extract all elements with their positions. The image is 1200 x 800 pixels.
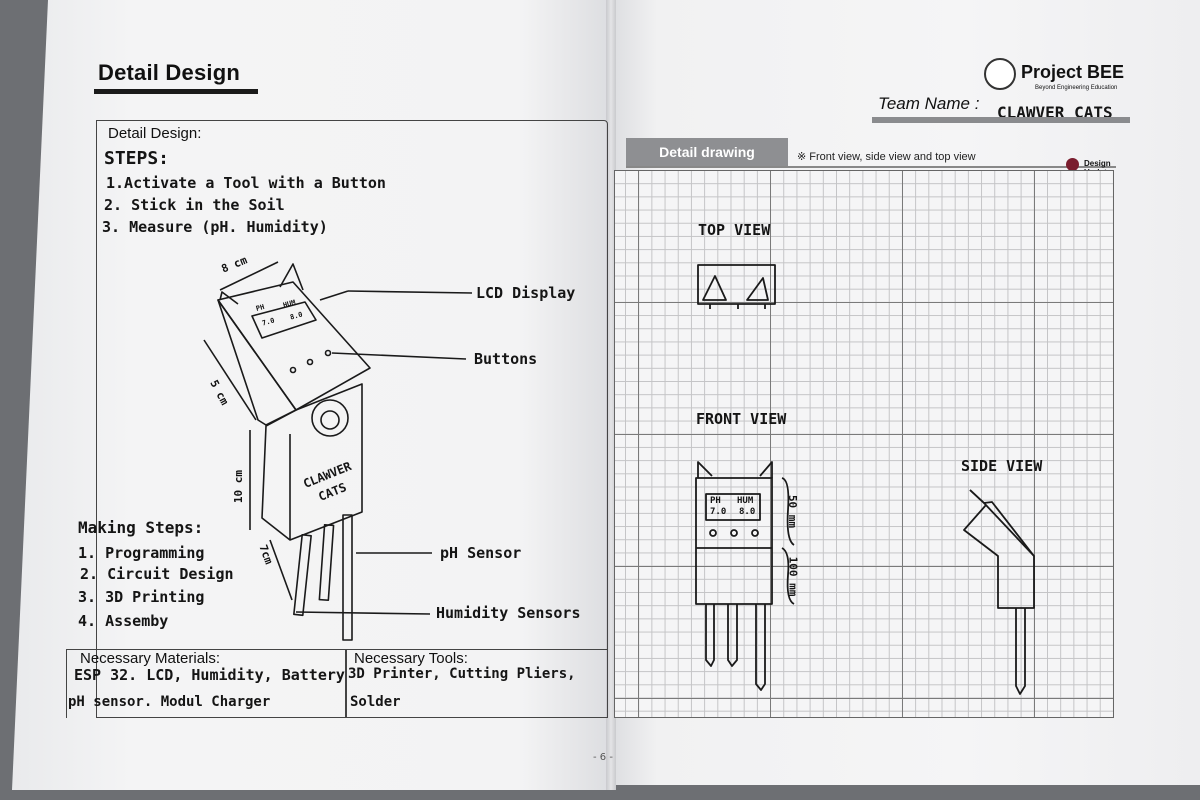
brand-subtitle: Beyond Engineering Education xyxy=(1035,85,1118,91)
team-name-label: Team Name : xyxy=(878,94,980,113)
top-view-label: TOP VIEW xyxy=(698,221,771,239)
steps-heading: STEPS: xyxy=(104,148,170,169)
project-bee-logo xyxy=(984,58,1016,90)
design-box xyxy=(96,120,608,718)
left-page xyxy=(12,0,612,790)
page-number: - 6 - xyxy=(593,752,613,763)
drawing-grid xyxy=(614,170,1114,718)
tab-rule xyxy=(626,166,1116,168)
materials-divider xyxy=(345,649,347,718)
front-display-ph-value: 7.0 xyxy=(710,507,727,517)
box-label: Detail Design: xyxy=(108,125,202,142)
title-underline xyxy=(94,89,258,94)
making-step-3: 3. 3D Printing xyxy=(78,588,205,606)
front-view-label: FRONT VIEW xyxy=(696,410,787,428)
brand-name: Project BEE xyxy=(1021,62,1125,82)
step-2: 2. Stick in the Soil xyxy=(104,196,285,214)
making-step-2: 2. Circuit Design xyxy=(80,565,234,583)
step-3: 3. Measure (pH. Humidity) xyxy=(102,218,328,236)
tools-line-2: Solder xyxy=(350,694,401,710)
materials-line-1: ESP 32. LCD, Humidity, Battery xyxy=(74,666,345,684)
front-display-hum: HUM xyxy=(737,496,754,506)
front-dim-lower: 100 mm xyxy=(786,556,800,597)
front-dim-upper: 50 mm xyxy=(786,494,800,529)
team-name-underline xyxy=(872,117,1130,123)
making-step-4: 4. Assemby xyxy=(78,612,169,630)
materials-label: Necessary Materials: xyxy=(80,650,221,667)
making-step-1: 1. Programming xyxy=(78,544,205,562)
tools-line-1: 3D Printer, Cutting Pliers, xyxy=(348,666,576,682)
tab-detail-drawing: Detail drawing xyxy=(626,138,788,166)
book-gutter xyxy=(606,0,616,790)
materials-line-2: pH sensor. Modul Charger xyxy=(68,694,271,710)
step-1: 1.Activate a Tool with a Button xyxy=(106,174,386,192)
callout-humidity: Humidity Sensors xyxy=(436,604,581,622)
drawing-note: ※ Front view, side view and top view xyxy=(797,151,976,163)
tools-label: Necessary Tools: xyxy=(354,650,468,667)
front-display-ph: PH xyxy=(710,496,721,506)
callout-buttons: Buttons xyxy=(474,350,538,368)
callout-ph-sensor: pH Sensor xyxy=(440,544,522,562)
page-title: Detail Design xyxy=(98,60,240,85)
front-display-hum-value: 8.0 xyxy=(739,507,756,517)
materials-table xyxy=(66,649,608,718)
callout-lcd: LCD Display xyxy=(476,284,576,302)
side-view-label: SIDE VIEW xyxy=(961,457,1043,475)
making-steps-heading: Making Steps: xyxy=(78,518,204,537)
